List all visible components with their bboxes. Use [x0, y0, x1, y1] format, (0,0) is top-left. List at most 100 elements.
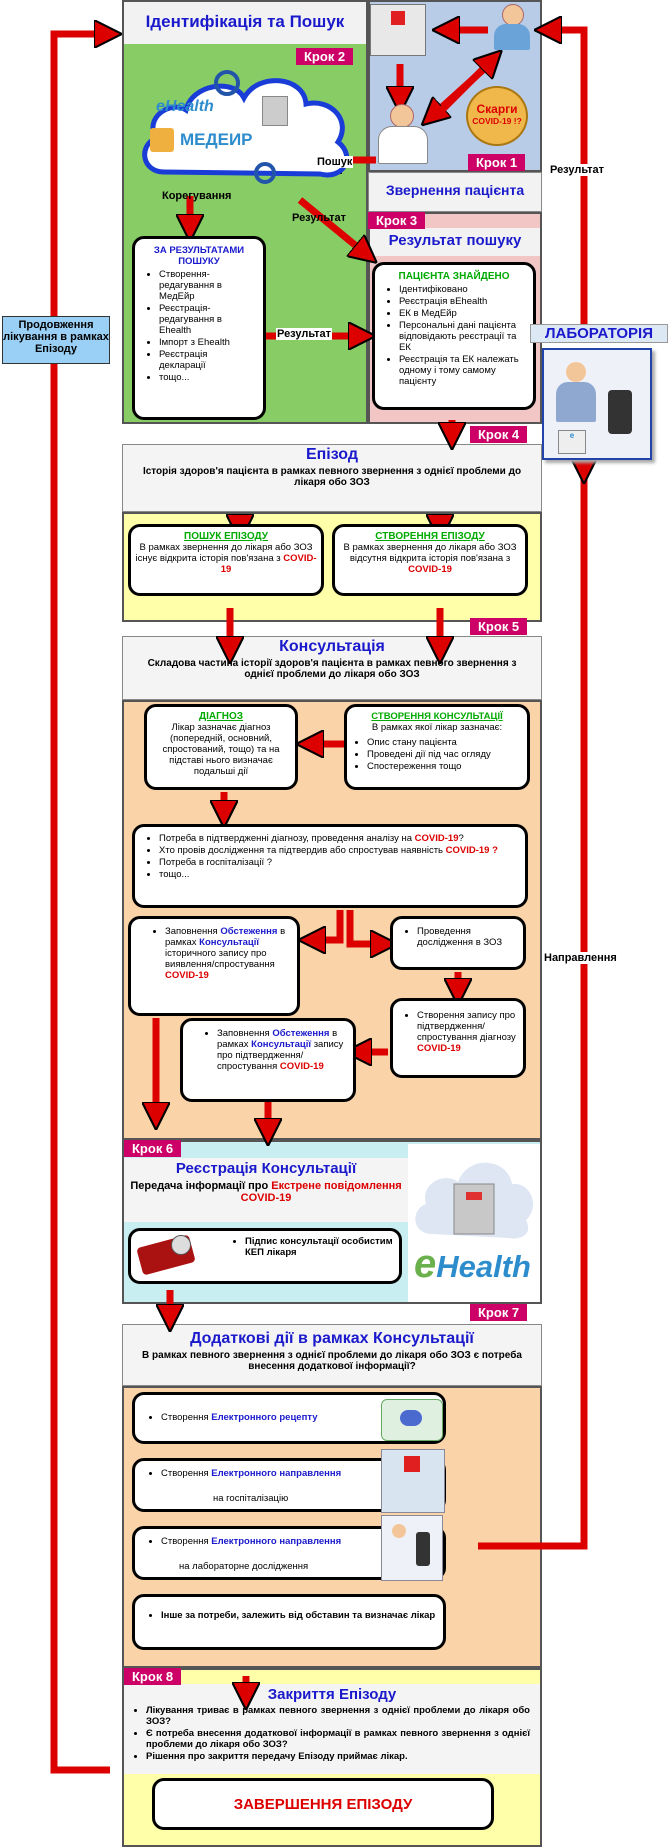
- list-item: Інше за потреби, залежить від обставин т…: [161, 1610, 447, 1621]
- registration-title: Реєстрація Консультації: [175, 1160, 357, 1177]
- hosp-list: Створення Електронного направлення: [145, 1467, 341, 1480]
- consult-title: Консультація: [279, 638, 385, 655]
- conduct-list: Проведення дослідження в ЗОЗ: [411, 926, 517, 948]
- fill-text: в рамках: [217, 1028, 338, 1050]
- arrow-lines: [50, 30, 584, 1774]
- list-item: Персональні дані пацієнта відповідають р…: [399, 320, 525, 353]
- hospital-referral-box: Створення Електронного направлення на го…: [132, 1449, 446, 1513]
- list-item: Створення Електронного направлення: [161, 1536, 341, 1547]
- list-item: ЕК в МедЕйр: [399, 308, 525, 319]
- covid-tag: COVID-19: [165, 970, 209, 981]
- other-box: Інше за потреби, залежить від обставин т…: [132, 1594, 446, 1650]
- cross-icon: [391, 11, 405, 25]
- complaints-bubble: Скарги COVID-19 !?: [466, 86, 528, 146]
- needs-text: Потреба в підтвердженні діагнозу, провед…: [159, 833, 415, 844]
- create-consult-title: СТВОРЕННЯ КОНСУЛЬТАЦІЇ: [371, 711, 503, 722]
- laboratory-title: ЛАБОРАТОРІЯ: [530, 324, 668, 343]
- list-item: Реєстрація-редагування в Ehealth: [159, 303, 255, 336]
- continue-treatment-label: Продовження лікування в рамках Епізоду: [2, 316, 110, 364]
- episode-title: Епізод: [305, 446, 359, 463]
- registration-line: Передача інформації про Екстрене повідом…: [130, 1180, 402, 1204]
- cloud-server-icon: [415, 1162, 534, 1239]
- medeir-text: МЕДЕИР: [180, 130, 253, 149]
- covid-tag: COVID-19: [417, 1043, 461, 1054]
- microscope-icon: [608, 390, 632, 434]
- list-item: Спостереження тощо: [367, 761, 523, 772]
- step-5-tag: Крок 5: [470, 618, 528, 635]
- fill-exam-box-1: Заповнення Обстеження в рамках Консульта…: [128, 916, 300, 1016]
- list-item: Є потреба внесення додаткової інформації…: [146, 1728, 530, 1750]
- covid-tag: COVID-19: [220, 553, 317, 575]
- lab-list: Створення Електронного направлення: [145, 1535, 341, 1548]
- list-item: Потреба в підтвердженні діагнозу, провед…: [159, 833, 517, 844]
- complaints-covid: COVID-19 !?: [472, 116, 522, 126]
- step-6-tag: Крок 6: [124, 1140, 182, 1157]
- consult-header: [122, 636, 542, 700]
- search-label: Пошук: [316, 156, 354, 168]
- list-item: Реєстрація вEhealth: [399, 296, 525, 307]
- hospital-icon: [370, 4, 426, 56]
- hosp-sub: на госпіталізацію: [213, 1493, 289, 1504]
- referral-tag: Електронного направлення: [211, 1536, 342, 1547]
- by-results-list: Створення-редагування в МедЕйр Реєстраці…: [143, 269, 255, 383]
- by-results-title: ЗА РЕЗУЛЬТАТАМИ ПОШУКУ: [153, 245, 245, 267]
- appeal-title: Звернення пацієнта: [385, 182, 525, 198]
- exam-tag: Обстеження: [220, 926, 278, 937]
- list-item: Імпорт з Ehealth: [159, 337, 255, 348]
- list-item: Створення Електронного рецепту: [161, 1412, 318, 1423]
- list-item: Хто провів дослідження та підтвердив або…: [159, 845, 517, 856]
- consult-tag: Консультації: [251, 1039, 312, 1050]
- create-episode-box: СТВОРЕННЯ ЕПІЗОДУ В рамках звернення до …: [332, 524, 528, 596]
- list-item: Ідентифіковано: [399, 284, 525, 295]
- list-item: Реєстрація декларації: [159, 349, 255, 371]
- covid-tag: COVID-19: [414, 833, 459, 844]
- fill2-list: Заповнення Обстеження в рамках Консульта…: [209, 1028, 347, 1072]
- search-episode-box: ПОШУК ЕПІЗОДУ В рамках звернення до ліка…: [128, 524, 324, 596]
- step-2-tag: Крок 2: [296, 48, 354, 65]
- patient-found-box: ПАЦІЄНТА ЗНАЙДЕНО Ідентифіковано Реєстра…: [372, 262, 536, 410]
- other-list: Інше за потреби, залежить від обставин т…: [145, 1609, 447, 1622]
- create-consult-list: Опис стану пацієнта Проведені дії під ча…: [351, 737, 523, 772]
- list-item: Заповнення Обстеження в рамках Консульта…: [217, 1028, 347, 1072]
- magnifier-icon-2: [254, 162, 276, 184]
- by-results-box: ЗА РЕЗУЛЬТАТАМИ ПОШУКУ Створення-редагув…: [132, 236, 266, 420]
- patient-found-title: ПАЦІЄНТА ЗНАЙДЕНО: [398, 271, 510, 282]
- ehealth-word: Health: [436, 1249, 531, 1284]
- list-item: Проведені дії під час огляду: [367, 749, 523, 760]
- direction-label: Направлення: [544, 952, 617, 964]
- list-item: Створення-редагування в МедЕйр: [159, 269, 255, 302]
- result-label-b: Результат: [276, 328, 333, 340]
- step-8-tag: Крок 8: [124, 1668, 182, 1685]
- correction-label: Корегування: [162, 190, 232, 202]
- step-7-tag: Крок 7: [470, 1304, 528, 1321]
- extra-header: [122, 1324, 542, 1386]
- ehealth-mini-icon: e: [558, 430, 586, 454]
- list-item: Рішення про закриття передачу Епізоду пр…: [146, 1751, 530, 1762]
- search-result-title: Результат пошуку: [388, 232, 522, 249]
- needs-box: Потреба в підтвердженні діагнозу, провед…: [132, 824, 528, 908]
- recipe-text: Створення: [161, 1412, 212, 1423]
- patient-found-list: Ідентифіковано Реєстрація вEhealth ЕК в …: [383, 284, 525, 387]
- fill-text: в рамках: [165, 926, 286, 948]
- needs-text: Хто провів дослідження та підтвердив або…: [159, 845, 446, 856]
- recipe-list: Створення Електронного рецепту: [145, 1411, 318, 1424]
- fill-exam-box-2: Заповнення Обстеження в рамках Консульта…: [180, 1018, 356, 1102]
- ehealth-logo-small: eHealth: [156, 98, 214, 116]
- needs-text: ?: [458, 833, 464, 844]
- result-label-a: Результат: [292, 212, 347, 224]
- list-item: Створення запису про підтвердження/ спро…: [417, 1010, 517, 1054]
- list-item: Опис стану пацієнта: [367, 737, 523, 748]
- sign-box: Підпис консультації особистим КЕП лікаря: [128, 1228, 402, 1284]
- list-item: тощо...: [159, 869, 517, 880]
- list-item: тощо...: [159, 372, 255, 383]
- fill-text: історичного запису про виявлення/спросту…: [165, 948, 275, 970]
- create-record-box: Створення запису про підтвердження/ спро…: [390, 998, 526, 1078]
- extra-title: Додаткові дії в рамках Консультації: [190, 1330, 474, 1347]
- episode-header: [122, 444, 542, 512]
- create-episode-title: СТВОРЕННЯ ЕПІЗОДУ: [375, 531, 485, 542]
- search-episode-desc: В рамках звернення до лікаря або ЗОЗ існ…: [135, 542, 313, 564]
- episode-desc: Історія здоров'я пацієнта в рамках певно…: [142, 466, 522, 488]
- lab-doctor-icon: [566, 362, 586, 382]
- lab-text: Створення: [161, 1536, 212, 1547]
